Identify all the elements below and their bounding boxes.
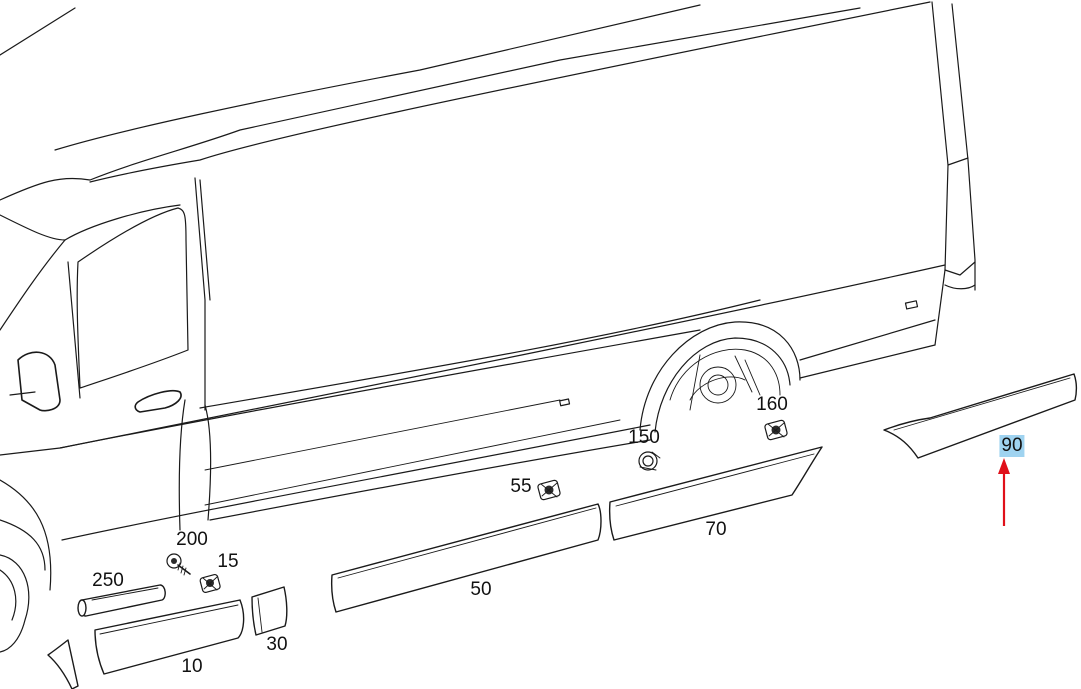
trim-part-50	[330, 503, 602, 613]
callout-160[interactable]: 160	[756, 394, 788, 415]
trim-part-front-corner	[47, 639, 79, 689]
clip-160	[764, 419, 788, 441]
callout-50[interactable]: 50	[470, 579, 492, 600]
clip-15	[199, 573, 221, 593]
callout-200[interactable]: 200	[176, 529, 208, 550]
callout-15[interactable]: 15	[217, 551, 239, 572]
clip-55	[537, 479, 561, 501]
callout-70[interactable]: 70	[705, 519, 727, 540]
callout-55[interactable]: 55	[510, 476, 532, 497]
callout-10[interactable]: 10	[181, 656, 203, 677]
callout-90-highlighted[interactable]: 90	[999, 435, 1025, 457]
highlight-arrow	[998, 458, 1010, 526]
callout-250[interactable]: 250	[92, 570, 124, 591]
trim-part-30	[251, 586, 288, 636]
van-body-outline	[0, 1, 976, 653]
trim-part-70	[608, 446, 823, 541]
trim-part-90	[883, 373, 1078, 459]
trim-part-10	[94, 599, 245, 675]
trim-part-250	[77, 584, 166, 617]
screw-200	[166, 553, 191, 576]
callout-30[interactable]: 30	[266, 634, 288, 655]
clip-150	[638, 451, 661, 471]
callout-150[interactable]: 150	[628, 427, 660, 448]
